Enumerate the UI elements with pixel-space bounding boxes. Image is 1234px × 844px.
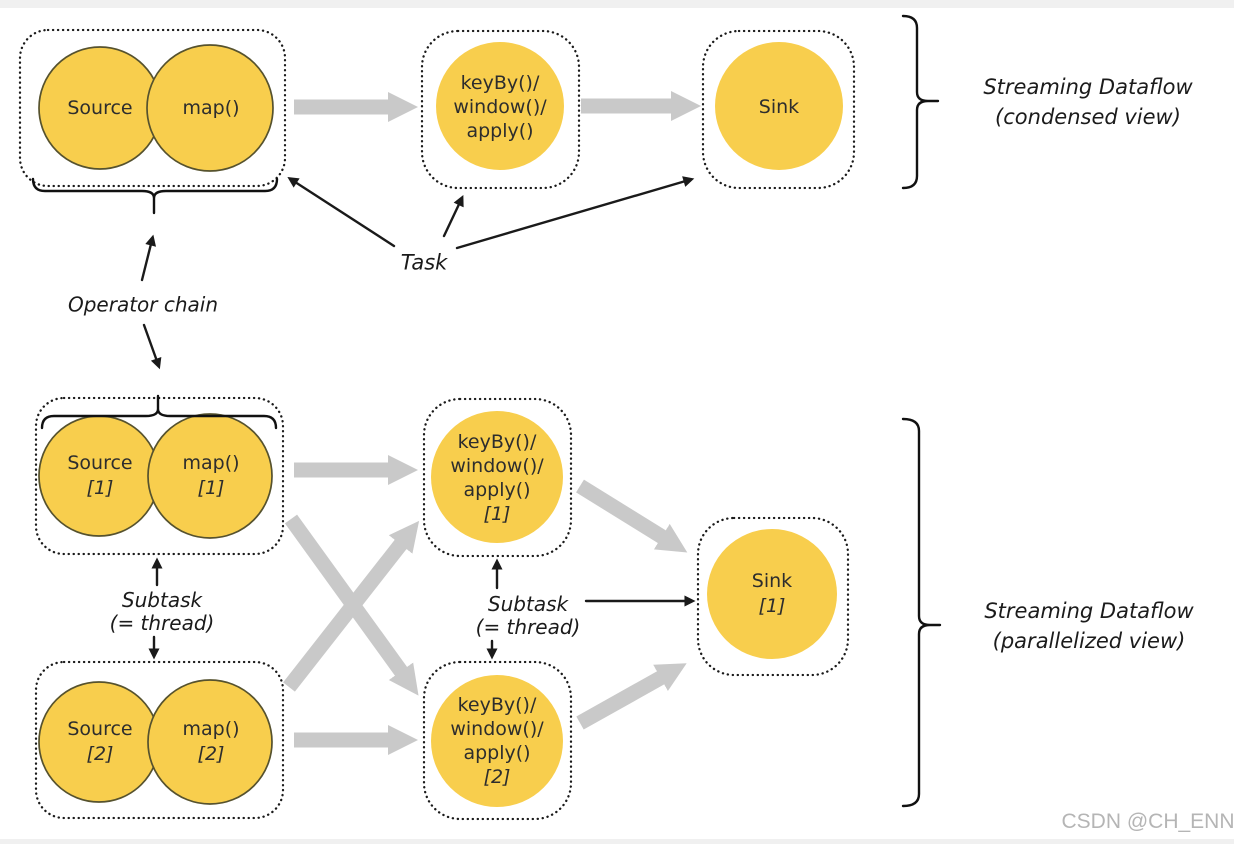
map2-index: [2] <box>197 743 225 765</box>
operator-chain-underbrace <box>31 177 279 215</box>
bottom-edge-strip <box>0 839 1234 844</box>
source-node-text: Source <box>67 97 133 119</box>
task-box-source-map-2 <box>34 660 285 820</box>
subtask-mid-label: Subtask (= thread) <box>476 593 581 639</box>
flow-arrow-keyby1-to-sink1 <box>576 479 688 553</box>
task-boxes <box>18 28 856 821</box>
keyby1-line1: keyBy()/ <box>457 431 537 453</box>
sink-node-text: Sink <box>758 96 800 118</box>
sink-node-condensed <box>715 42 843 170</box>
sink1-node-label: Sink [1] <box>752 569 792 619</box>
operator-chain-overbrace <box>40 394 278 430</box>
source2-line1: Source <box>67 718 133 740</box>
map1-index: [1] <box>197 477 225 499</box>
operator-chain-arrow-up <box>140 234 157 282</box>
keyby-node-1 <box>431 411 563 543</box>
top-edge-strip <box>0 0 1234 8</box>
dataflow-arrows <box>283 91 701 755</box>
source2-node-label: Source [2] <box>67 717 132 767</box>
map2-node-label: map() [2] <box>182 717 239 767</box>
parallelized-caption-line2: (parallelized view) <box>992 629 1186 653</box>
keyby1-index: [1] <box>483 503 511 525</box>
sink1-index: [1] <box>758 595 786 617</box>
condensed-caption-line1: Streaming Dataflow <box>983 75 1193 99</box>
operator-chain-label: Operator chain <box>67 292 219 317</box>
task-arrow-to-sink-box <box>455 176 695 250</box>
keyby2-line2: window()/ <box>450 718 544 740</box>
sink-node-1 <box>707 529 837 659</box>
subtask-left-label: Subtask (= thread) <box>110 589 215 635</box>
keyby-node-label: keyBy()/ window()/ apply() <box>453 71 546 143</box>
task-box-condensed-source-map <box>18 28 287 188</box>
task-box-condensed-keyby <box>420 29 581 190</box>
parallelized-view-caption: Streaming Dataflow (parallelized view) <box>984 596 1193 656</box>
parallelized-caption-line1: Streaming Dataflow <box>984 599 1194 623</box>
task-label: Task <box>400 250 448 275</box>
condensed-view-caption: Streaming Dataflow (condensed view) <box>983 72 1192 132</box>
map-node-label: map() <box>182 96 239 120</box>
flow-arrow-keyby2-to-sink1 <box>576 663 687 730</box>
csdn-watermark: CSDN @CH_ENN <box>1061 810 1234 834</box>
source-node-label: Source <box>67 96 132 120</box>
operator-circles <box>38 42 843 807</box>
task-box-keyby-1 <box>422 397 573 558</box>
keyby1-line2: window()/ <box>450 455 544 477</box>
keyby1-line3: apply() <box>463 479 531 501</box>
task-box-keyby-2 <box>422 660 573 821</box>
task-arrow-to-source-map-box <box>287 177 396 248</box>
source1-index: [1] <box>86 477 114 499</box>
csdn-watermark-text: CSDN @CH_ENN <box>1061 810 1234 833</box>
source1-node-label: Source [1] <box>67 451 132 501</box>
subtask-mid-line2: (= thread) <box>475 615 581 639</box>
operator-chain-text: Operator chain <box>67 292 219 317</box>
map2-line1: map() <box>182 718 240 740</box>
map-node-1 <box>147 413 273 539</box>
map-node-condensed <box>146 44 274 172</box>
keyby-line2: window()/ <box>453 96 547 118</box>
keyby1-node-label: keyBy()/ window()/ apply() [1] <box>450 430 543 526</box>
map-node-text: map() <box>182 97 240 119</box>
keyby-node-condensed <box>436 42 564 170</box>
braces <box>31 14 942 808</box>
annotation-arrows <box>140 176 696 660</box>
subtask-left-line1: Subtask <box>121 588 203 612</box>
subtask-mid-line1: Subtask <box>487 592 569 616</box>
keyby-node-2 <box>431 675 563 807</box>
task-text: Task <box>400 250 448 275</box>
task-box-condensed-sink <box>701 29 856 190</box>
keyby2-node-label: keyBy()/ window()/ apply() [2] <box>450 693 543 789</box>
keyby2-line3: apply() <box>463 742 531 764</box>
subtask-left-line2: (= thread) <box>109 611 215 635</box>
task-box-source-map-1 <box>34 396 285 556</box>
task-arrow-to-keyby-box <box>442 195 464 238</box>
source2-index: [2] <box>86 743 114 765</box>
map1-node-label: map() [1] <box>182 451 239 501</box>
condensed-caption-line2: (condensed view) <box>995 105 1181 129</box>
operator-chain-arrow-down <box>142 323 162 370</box>
sink1-line1: Sink <box>751 570 793 592</box>
keyby2-index: [2] <box>483 766 511 788</box>
flow-arrow-source2-to-keyby1 <box>283 520 420 692</box>
condensed-view-brace <box>901 14 940 190</box>
keyby2-line1: keyBy()/ <box>457 694 537 716</box>
keyby-line3: apply() <box>466 120 534 142</box>
map-node-2 <box>147 679 273 805</box>
keyby-line1: keyBy()/ <box>460 72 540 94</box>
parallelized-view-brace <box>901 417 942 808</box>
sink-node-label: Sink <box>759 95 799 119</box>
map1-line1: map() <box>182 452 240 474</box>
task-box-sink-1 <box>696 516 850 677</box>
source1-line1: Source <box>67 452 133 474</box>
